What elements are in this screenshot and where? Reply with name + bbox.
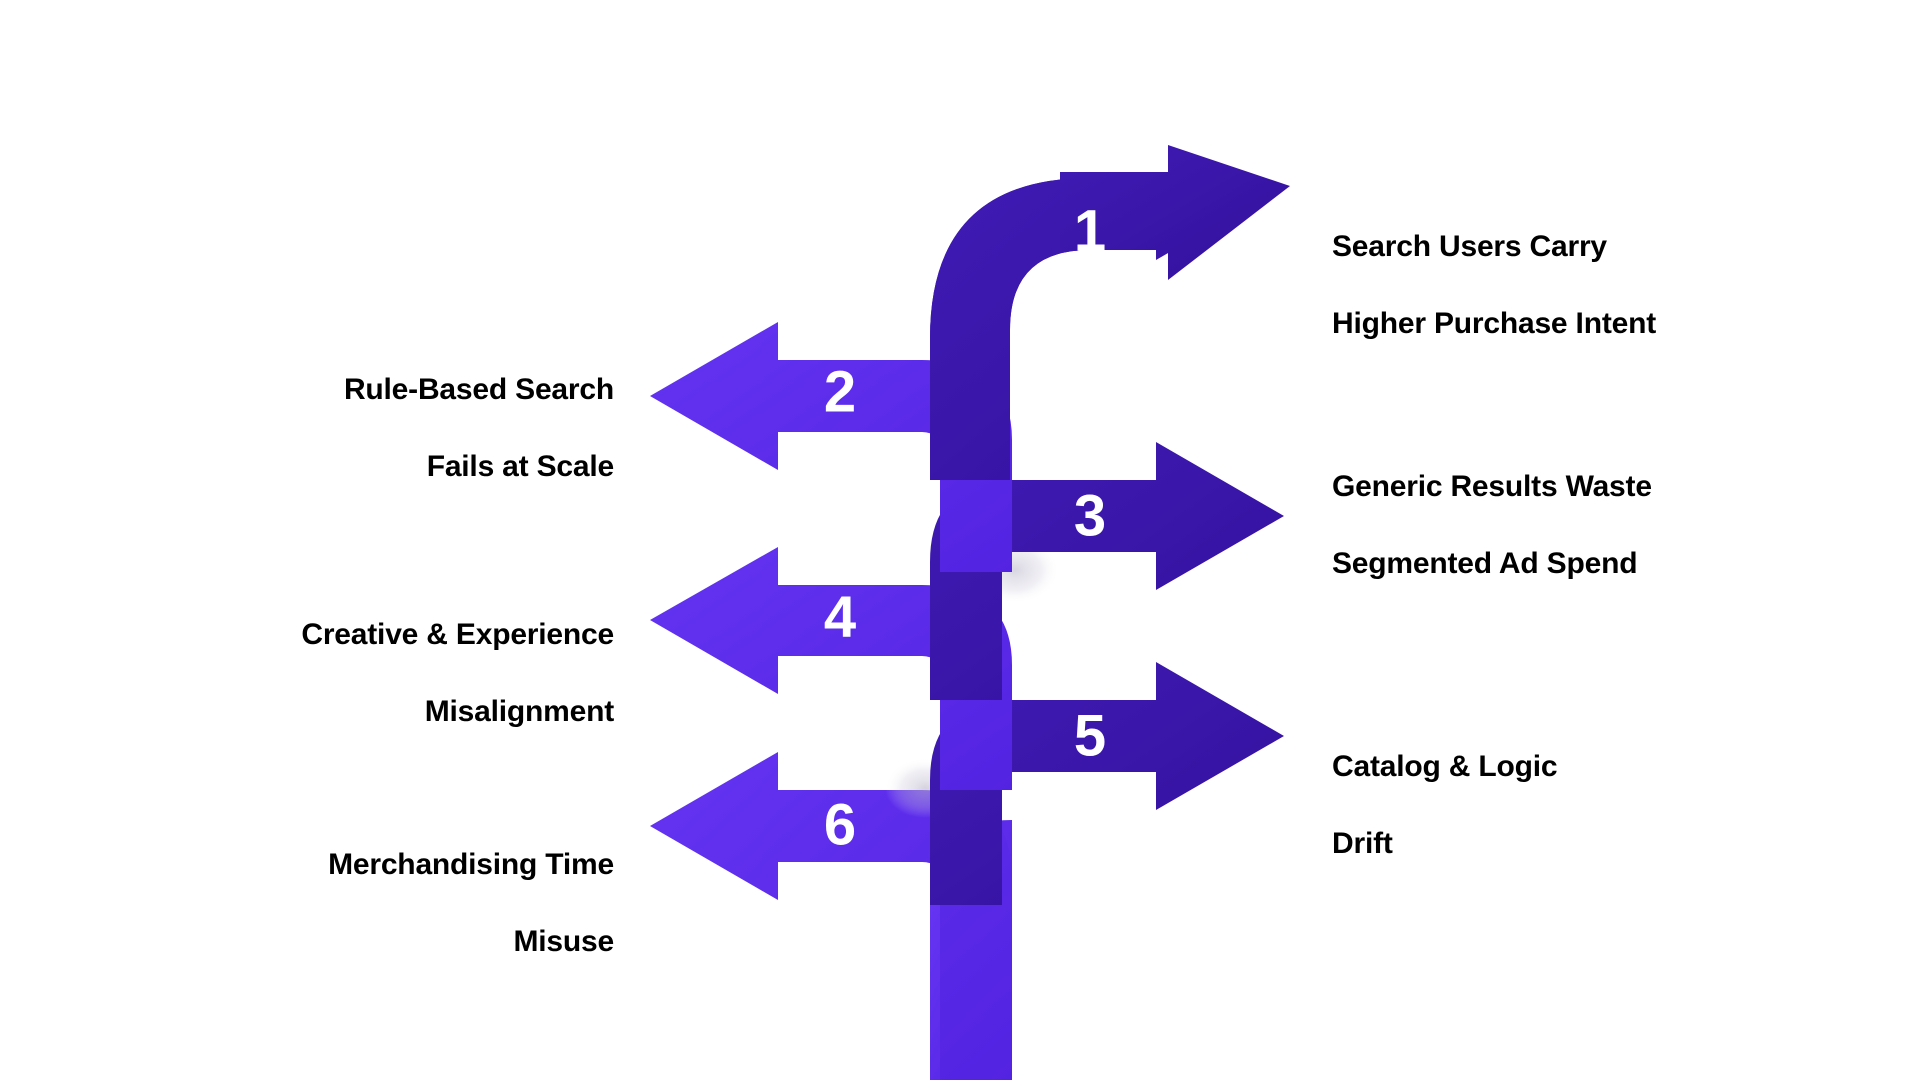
branch-label-2: Rule-Based Search Fails at Scale <box>130 333 614 525</box>
branch-label-4: Creative & Experience Misalignment <box>130 578 614 770</box>
branch-2-shape <box>650 322 1012 572</box>
branch-label-3-line2: Segmented Ad Spend <box>1332 547 1638 581</box>
branch-label-5-line2: Drift <box>1332 827 1393 861</box>
branch-label-2-line2: Fails at Scale <box>426 450 615 484</box>
branch-label-2-line1: Rule-Based Search <box>343 373 614 407</box>
branch-number-4: 4 <box>824 584 856 649</box>
branch-label-1: Search Users Carry Higher Purchase Inten… <box>1332 190 1812 382</box>
branch-label-6-line2: Misuse <box>513 925 614 959</box>
branch-number-5: 5 <box>1074 703 1106 768</box>
branch-label-5: Catalog & Logic Drift <box>1332 710 1812 902</box>
branch-number-6: 6 <box>824 792 856 857</box>
branch-number-2: 2 <box>824 359 856 424</box>
branch-label-1-line2: Higher Purchase Intent <box>1332 307 1657 341</box>
branch-label-3: Generic Results Waste Segmented Ad Spend <box>1332 430 1812 622</box>
branch-label-6: Merchandising Time Misuse <box>130 808 614 1000</box>
branch-label-6-line1: Merchandising Time <box>328 848 614 882</box>
branch-number-3: 3 <box>1074 483 1106 548</box>
branch-label-1-line1: Search Users Carry <box>1332 230 1607 264</box>
branch-label-3-line1: Generic Results Waste <box>1332 470 1652 504</box>
branch-label-5-line1: Catalog & Logic <box>1332 750 1558 784</box>
branch-label-4-line2: Misalignment <box>424 695 614 729</box>
branch-label-4-line1: Creative & Experience <box>301 618 614 652</box>
branch-number-1: 1 <box>1074 198 1106 263</box>
branch-4-shape <box>650 547 1012 790</box>
branch-1-shape <box>930 145 1290 480</box>
